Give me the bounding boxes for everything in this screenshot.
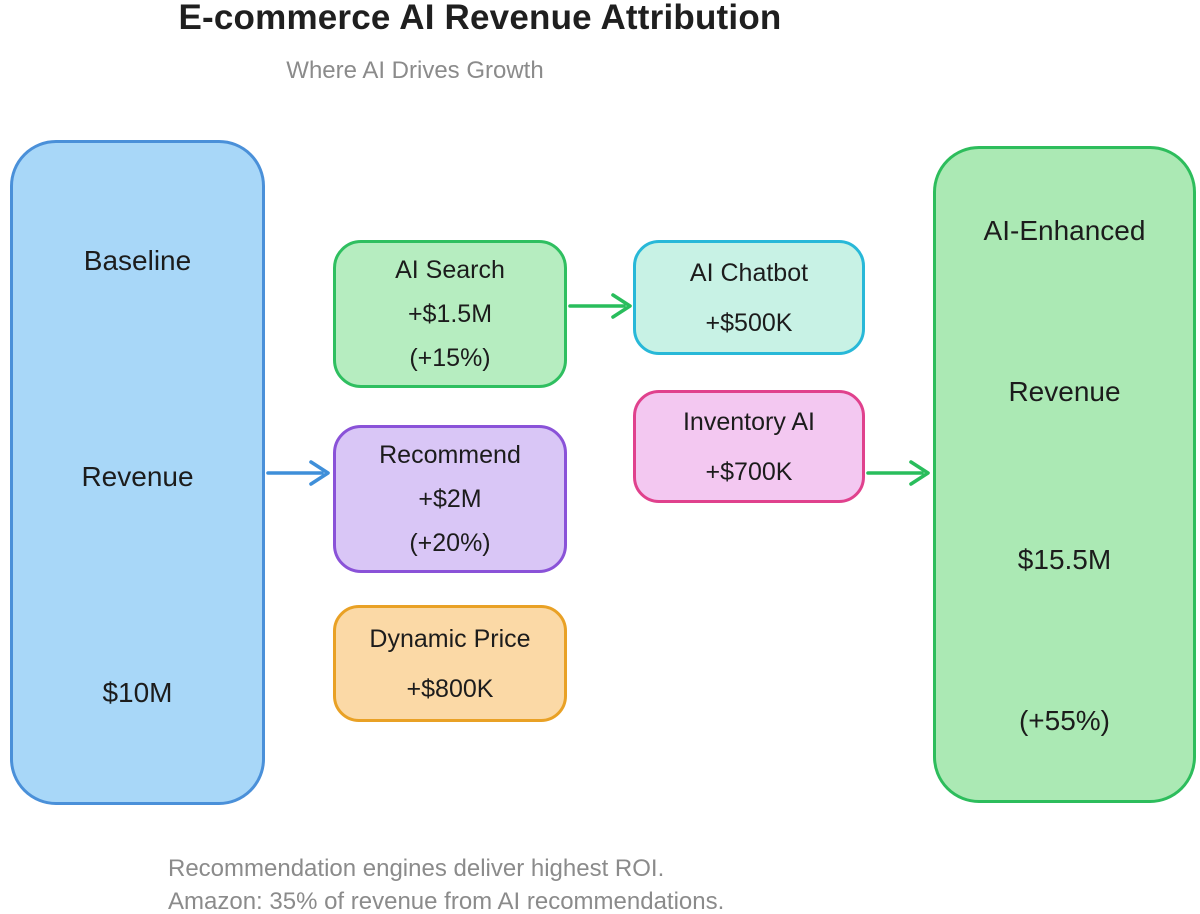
node-line: +$1.5M xyxy=(407,300,493,328)
node-line: Inventory AI xyxy=(682,407,816,436)
ai-chatbot-node: AI Chatbot +$500K xyxy=(633,240,865,355)
ai-enhanced-revenue-node: AI-Enhanced Revenue $15.5M (+55%) xyxy=(933,146,1196,803)
page-subtitle: Where AI Drives Growth xyxy=(286,57,544,84)
node-line: AI Chatbot xyxy=(689,258,809,287)
footer-line: Recommendation engines deliver highest R… xyxy=(168,855,665,882)
node-line: +$500K xyxy=(705,308,793,337)
inventory-ai-node: Inventory AI +$700K xyxy=(633,390,865,503)
node-line: Revenue xyxy=(1008,376,1121,407)
node-line: AI-Enhanced xyxy=(983,215,1146,246)
recommend-node: Recommend +$2M (+20%) xyxy=(333,425,567,573)
node-line: Baseline xyxy=(83,245,192,276)
node-line: $10M xyxy=(102,677,173,708)
node-line: Dynamic Price xyxy=(369,624,531,653)
node-line: AI Search xyxy=(395,256,505,284)
node-line: (+20%) xyxy=(409,529,491,557)
footer-line: Amazon: 35% of revenue from AI recommend… xyxy=(168,888,725,914)
page-title: E-commerce AI Revenue Attribution xyxy=(178,0,782,37)
node-line: $15.5M xyxy=(1017,544,1112,575)
ai-search-node: AI Search +$1.5M (+15%) xyxy=(333,240,567,388)
arrow-ai-search-to-ai-chatbot xyxy=(568,293,632,319)
footer-caption: Recommendation engines deliver highest R… xyxy=(168,852,724,914)
node-line: +$800K xyxy=(406,674,494,703)
node-line: (+55%) xyxy=(1018,705,1111,736)
arrow-baseline-to-recommend xyxy=(266,460,330,486)
node-line: Revenue xyxy=(81,461,194,492)
dynamic-price-node: Dynamic Price +$800K xyxy=(333,605,567,722)
node-line: (+15%) xyxy=(409,344,491,372)
node-line: +$700K xyxy=(705,457,793,486)
node-line: Recommend xyxy=(379,441,521,469)
arrow-inventory-to-enhanced xyxy=(866,460,930,486)
node-line: +$2M xyxy=(418,485,482,513)
baseline-revenue-node: Baseline Revenue $10M xyxy=(10,140,265,805)
